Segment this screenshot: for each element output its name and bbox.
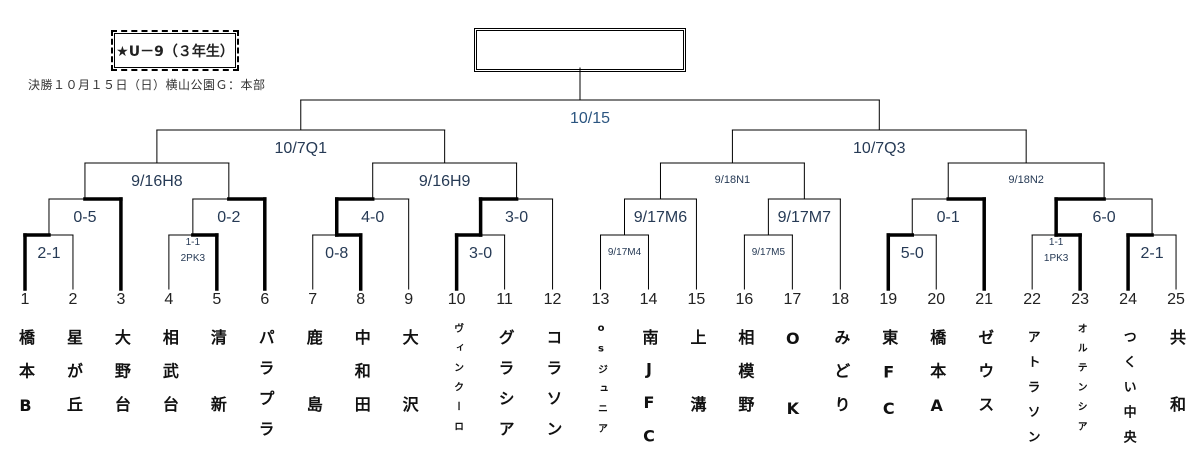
- team-name: 共 和: [1167, 329, 1187, 430]
- team-name: ゼウス: [975, 329, 995, 430]
- team-name: ヴィンクーロ: [451, 323, 463, 441]
- team-number: 18: [831, 291, 850, 308]
- team-number: 19: [879, 291, 898, 308]
- team-number: 6: [260, 291, 270, 308]
- team-name: つくい中央: [1120, 329, 1136, 455]
- match-score: 1-1: [186, 237, 201, 248]
- match-label: 10/7Q3: [853, 140, 906, 157]
- team-number: 20: [927, 291, 946, 308]
- match-label: 0-5: [73, 209, 96, 226]
- team-name: 橋本B: [16, 329, 35, 433]
- final-info: 決勝１０月１５日（日）横山公園Ｇ：本部: [28, 78, 266, 92]
- team-name: 鹿 島: [303, 329, 323, 430]
- team-name: osジュニア: [595, 323, 607, 443]
- team-name: 大 沢: [399, 329, 419, 430]
- match-pk-score: 2PK3: [181, 253, 206, 264]
- match-pk-score: 1PK3: [1044, 253, 1069, 264]
- team-name: 東FC: [879, 329, 899, 436]
- match-label: 9/17M7: [778, 209, 831, 226]
- match-label: 9/17M5: [752, 247, 786, 258]
- team-number: 17: [783, 291, 802, 308]
- team-name: グラシア: [495, 329, 515, 451]
- team-number: 24: [1119, 291, 1137, 308]
- team-number: 7: [308, 291, 318, 308]
- team-number: 2: [68, 291, 78, 308]
- team-name: O K: [783, 329, 803, 436]
- match-label: 0-8: [325, 245, 348, 262]
- team-number: 1: [20, 291, 30, 308]
- team-number: 23: [1071, 291, 1089, 308]
- team-name: 中和田: [351, 329, 371, 430]
- tournament-bracket: 2-1 0-5 1-1 2PK3 0-2 9/16H8 0-8 4-0 3-0 3-0 9/16H9…: [23, 67, 1177, 291]
- team-number: 15: [687, 291, 706, 308]
- team-name: 星が丘: [63, 329, 83, 430]
- match-label: 10/7Q1: [275, 140, 328, 157]
- team-number: 5: [212, 291, 222, 308]
- category-title: ★U－9（３年生）: [111, 30, 239, 71]
- team-number: 9: [404, 291, 414, 308]
- team-number: 13: [591, 291, 610, 308]
- match-label: 9/16H8: [131, 173, 183, 190]
- match-label: 3-0: [505, 209, 528, 226]
- team-name: アトラソン: [1024, 329, 1040, 455]
- team-number: 22: [1023, 291, 1042, 308]
- match-label: 3-0: [469, 245, 492, 262]
- match-label: 5-0: [901, 245, 924, 262]
- match-score: 1-1: [1049, 237, 1064, 248]
- team-name: オルテンシア: [1075, 323, 1087, 441]
- team-name: 橋本A: [927, 329, 947, 433]
- team-number: 12: [543, 291, 562, 308]
- team-number: 4: [164, 291, 174, 308]
- team-number: 8: [356, 291, 366, 308]
- team-name: 相模野: [735, 329, 755, 430]
- team-name: コラソン: [543, 329, 563, 451]
- team-number: 3: [116, 291, 126, 308]
- match-label: 10/15: [570, 110, 610, 127]
- team-number: 14: [639, 291, 658, 308]
- team-name: 南JFC: [639, 329, 659, 460]
- team-name: みどり: [831, 329, 851, 430]
- match-label: 0-2: [217, 209, 240, 226]
- match-label: 9/16H9: [419, 173, 471, 190]
- team-name: 上 溝: [687, 329, 707, 430]
- match-label: 9/17M4: [608, 247, 642, 258]
- team-number: 11: [496, 291, 513, 308]
- team-name: パラプラ: [255, 329, 275, 451]
- team-number: 25: [1167, 291, 1185, 308]
- match-label: 2-1: [37, 245, 60, 262]
- match-label: 9/18N1: [715, 174, 750, 186]
- match-label: 4-0: [361, 209, 384, 226]
- team-number: 16: [735, 291, 754, 308]
- match-label: 6-0: [1093, 209, 1116, 226]
- team-number: 10: [447, 291, 466, 308]
- team-name: 清 新: [207, 329, 227, 430]
- team-name: 相武台: [159, 329, 179, 430]
- match-label: 9/17M6: [634, 209, 687, 226]
- match-label: 2-1: [1140, 245, 1163, 262]
- match-label: 9/18N2: [1008, 174, 1043, 186]
- team-name: 大野台: [111, 329, 131, 430]
- team-number: 21: [975, 291, 994, 308]
- match-label: 0-1: [937, 209, 960, 226]
